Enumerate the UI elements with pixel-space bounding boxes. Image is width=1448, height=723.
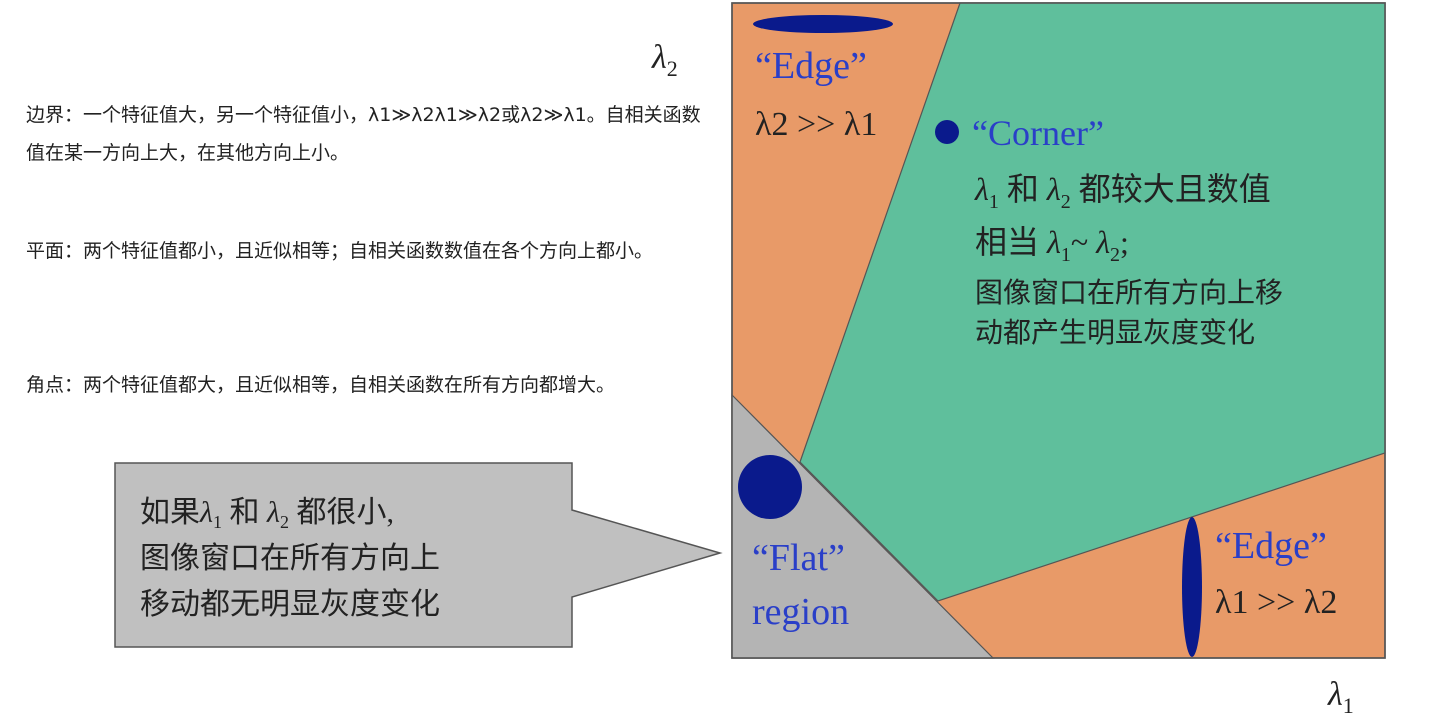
corner-description: 角点：两个特征值都大，且近似相等，自相关函数在所有方向都增大。 <box>26 374 616 396</box>
callout-arrow <box>114 462 723 648</box>
callout-line2: 图像窗口在所有方向上 <box>140 542 440 575</box>
edge-top-title: “Edge” <box>755 45 867 87</box>
vertical-ellipse-icon <box>1182 517 1202 657</box>
corner-line1: λ1 和 λ2 都较大且数值 <box>974 171 1271 213</box>
edge-right-relation: λ1 >> λ2 <box>1215 584 1337 621</box>
large-circle-icon <box>738 455 802 519</box>
callout-line3: 移动都无明显灰度变化 <box>140 588 440 621</box>
y-axis-label: λ2 <box>651 39 678 81</box>
horizontal-ellipse-icon <box>753 15 893 33</box>
edge-top-relation: λ2 >> λ1 <box>755 106 877 143</box>
edge-description: 边界：一个特征值大，另一个特征值小，λ1≫λ2λ1≫λ2或λ2≫λ1。自相关函数… <box>26 104 701 164</box>
corner-line4: 动都产生明显灰度变化 <box>975 317 1255 349</box>
corner-title: “Corner” <box>972 113 1104 153</box>
corner-line2: 相当 λ1~ λ2; <box>975 224 1129 266</box>
flat-title: “Flat” <box>752 537 845 579</box>
corner-line3: 图像窗口在所有方向上移 <box>975 277 1283 309</box>
small-circle-icon <box>935 120 959 144</box>
x-axis-label: λ1 <box>1327 676 1354 718</box>
flat-description: 平面：两个特征值都小，且近似相等；自相关函数数值在各个方向上都小。 <box>26 240 654 262</box>
flat-subtitle: region <box>752 591 849 633</box>
edge-right-title: “Edge” <box>1215 525 1327 567</box>
callout-line1: 如果λ1 和 λ2 都很小, <box>140 496 394 532</box>
